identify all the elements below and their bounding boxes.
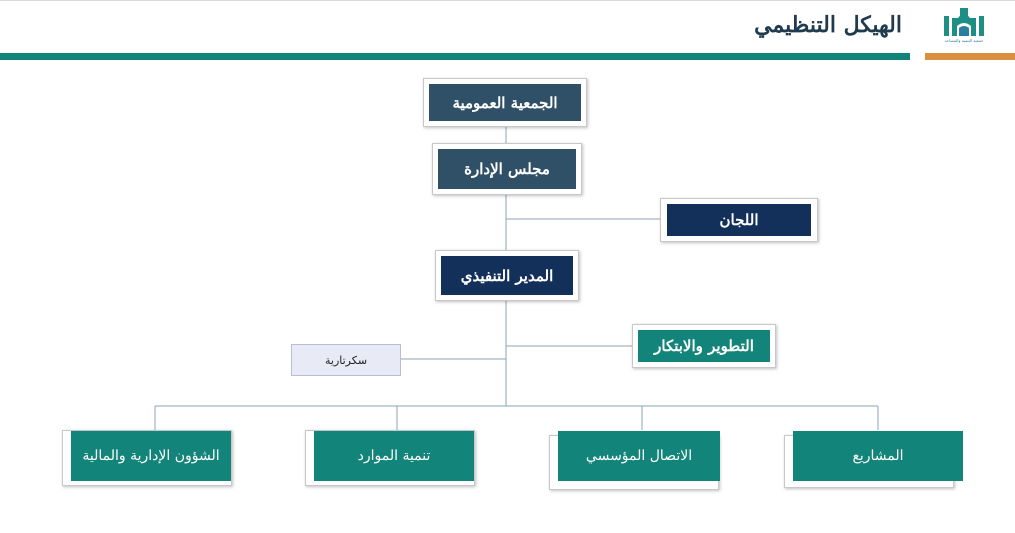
committees-label: اللجان — [667, 204, 811, 236]
dept-projects-node: المشاريع — [784, 431, 963, 488]
executive-director-node: المدير التنفيذي — [435, 250, 579, 301]
dept-projects-label: المشاريع — [793, 431, 963, 481]
dept-resource-dev-label: تنمية الموارد — [314, 431, 474, 481]
page-title: الهيكل التنظيمي — [754, 12, 902, 38]
header-bar-teal — [0, 53, 910, 60]
secretariat-node: سكرتارية — [291, 344, 401, 376]
development-label: التطوير والابتكار — [638, 330, 770, 362]
executive-director-label: المدير التنفيذي — [441, 256, 573, 295]
top-divider — [0, 0, 1015, 1]
board-label: مجلس الإدارة — [438, 149, 576, 189]
general-assembly-node: الجمعية العمومية — [423, 78, 587, 127]
dept-admin-finance-node: الشؤون الإدارية والمالية — [62, 430, 232, 486]
development-node: التطوير والابتكار — [632, 324, 776, 368]
logo-text: جمعية التنمية والمساجد — [944, 38, 984, 43]
logo-icon — [944, 8, 984, 36]
dept-corporate-comm-label: الاتصال المؤسسي — [558, 431, 720, 481]
committees-node: اللجان — [660, 198, 818, 242]
dept-admin-finance-label: الشؤون الإدارية والمالية — [71, 431, 231, 481]
header-bar-orange — [925, 53, 1015, 60]
board-node: مجلس الإدارة — [432, 143, 582, 195]
dept-resource-dev-node: تنمية الموارد — [305, 430, 475, 486]
dept-corporate-comm-node: الاتصال المؤسسي — [549, 431, 720, 490]
general-assembly-label: الجمعية العمومية — [429, 84, 581, 121]
